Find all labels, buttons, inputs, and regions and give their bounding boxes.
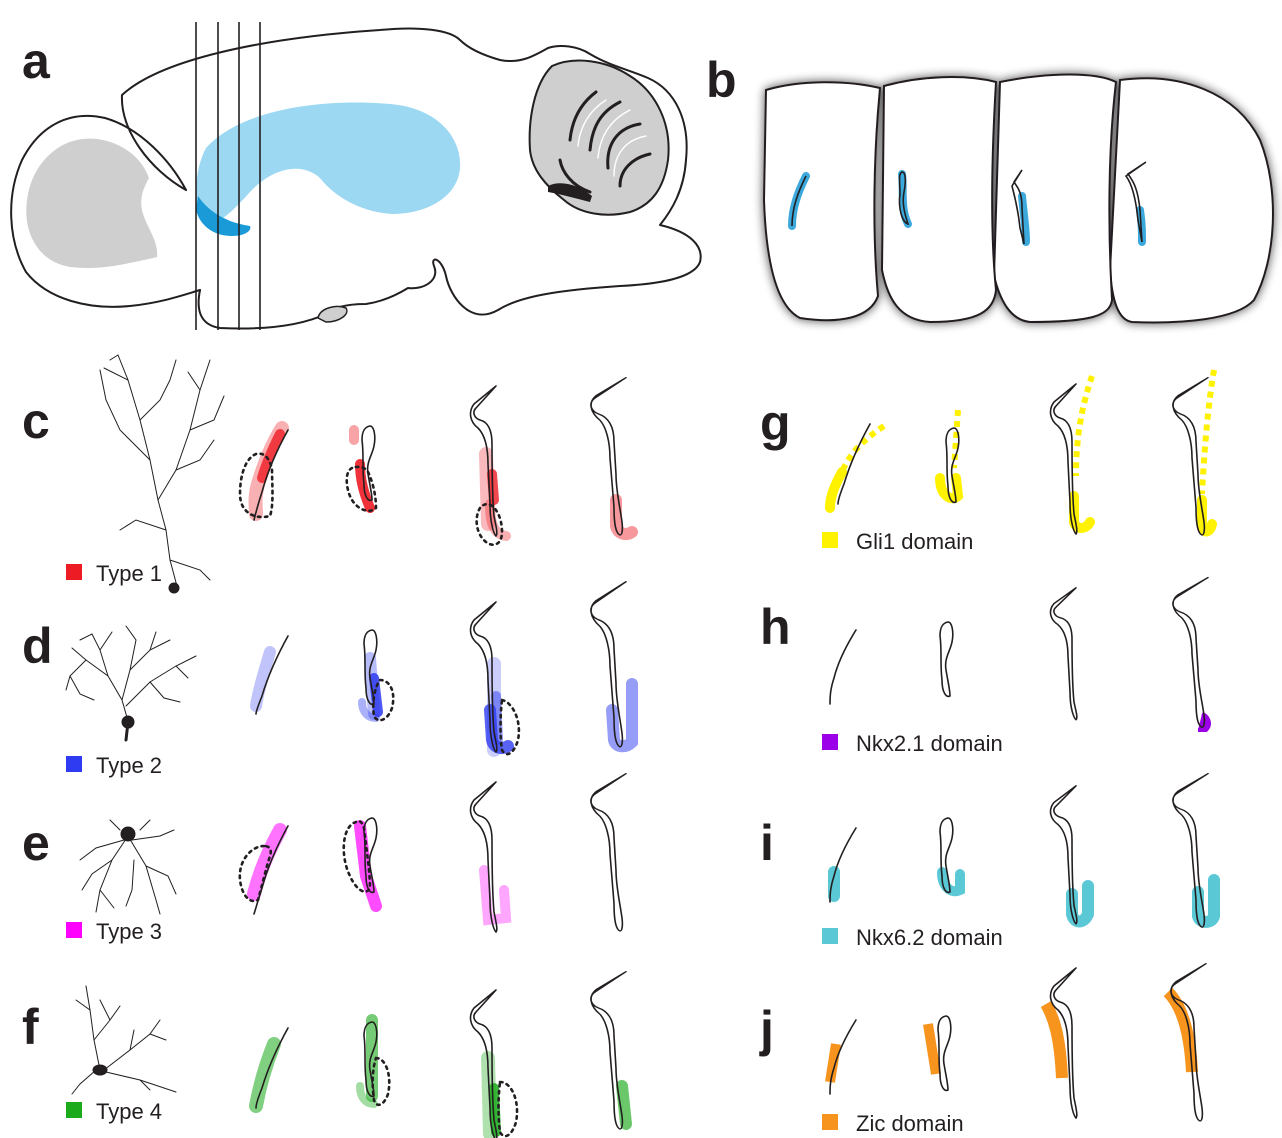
g-section-3 bbox=[1051, 376, 1092, 534]
d-section-1 bbox=[256, 636, 288, 714]
j-section-4 bbox=[1168, 964, 1206, 1121]
nkx62-label: Nkx6.2 domain bbox=[856, 925, 1003, 950]
j-section-3 bbox=[1046, 968, 1077, 1118]
panel-label-g: g bbox=[760, 395, 791, 451]
section-3 bbox=[994, 75, 1116, 323]
f-section-4 bbox=[591, 972, 626, 1129]
d-section-3 bbox=[471, 602, 519, 754]
i-section-3 bbox=[1051, 786, 1088, 924]
f-section-1 bbox=[256, 1028, 288, 1108]
h-section-3 bbox=[1051, 588, 1077, 720]
neuron-type-4 bbox=[72, 986, 176, 1094]
panel-d: d Type 2 bbox=[22, 582, 632, 778]
d-section-2 bbox=[362, 630, 393, 720]
nkx62-swatch bbox=[822, 928, 838, 944]
type-3-label: Type 3 bbox=[96, 919, 162, 944]
c-section-2 bbox=[347, 426, 376, 511]
f-section-2 bbox=[360, 1020, 389, 1105]
panel-label-h: h bbox=[760, 599, 791, 655]
panel-i: i Nkx6.2 domain bbox=[760, 774, 1214, 950]
neuron-type-2 bbox=[66, 626, 196, 740]
h-section-4 bbox=[1173, 578, 1209, 730]
e-section-4 bbox=[591, 774, 626, 931]
nkx21-label: Nkx2.1 domain bbox=[856, 731, 1003, 756]
type-2-label: Type 2 bbox=[96, 753, 162, 778]
c-section-1 bbox=[240, 428, 288, 520]
zic-label: Zic domain bbox=[856, 1111, 964, 1136]
h-section-1 bbox=[830, 630, 856, 704]
nkx21-swatch bbox=[822, 734, 838, 750]
type-3-swatch bbox=[66, 922, 82, 938]
panel-a: a bbox=[11, 22, 701, 330]
panel-c: c Type 1 bbox=[22, 355, 632, 593]
gli1-label: Gli1 domain bbox=[856, 529, 973, 554]
neuron-type-3 bbox=[80, 820, 176, 914]
panel-label-b: b bbox=[706, 52, 737, 108]
panel-e: e Type 3 bbox=[22, 774, 626, 944]
g-section-1 bbox=[830, 424, 884, 508]
g-section-2 bbox=[940, 410, 959, 502]
c-section-3 bbox=[471, 386, 506, 545]
type-1-swatch bbox=[66, 564, 82, 580]
f-section-3 bbox=[471, 990, 518, 1138]
striatum-region bbox=[196, 103, 460, 225]
h-section-2 bbox=[940, 622, 953, 696]
olfactory-bulb-gray bbox=[25, 138, 158, 269]
panel-label-j: j bbox=[759, 1001, 774, 1057]
j-section-2 bbox=[928, 1016, 951, 1090]
panel-label-i: i bbox=[760, 815, 774, 871]
panel-j: j Zic domain bbox=[759, 964, 1206, 1136]
panel-h: h Nkx2.1 domain bbox=[760, 578, 1209, 756]
i-section-1 bbox=[830, 828, 856, 902]
panel-g: g Gli1 domain bbox=[760, 370, 1214, 554]
panel-label-f: f bbox=[22, 999, 39, 1055]
i-section-2 bbox=[940, 818, 960, 892]
c-section-4 bbox=[591, 378, 632, 535]
panel-label-e: e bbox=[22, 815, 50, 871]
g-section-4 bbox=[1173, 370, 1214, 535]
panel-f: f Type 4 bbox=[22, 972, 626, 1138]
j-section-1 bbox=[830, 1020, 856, 1094]
d-section-4 bbox=[591, 582, 632, 747]
type-2-swatch bbox=[66, 756, 82, 772]
panel-label-d: d bbox=[22, 618, 53, 674]
type-4-label: Type 4 bbox=[96, 1099, 162, 1124]
panel-label-c: c bbox=[22, 393, 50, 449]
section-1 bbox=[764, 82, 880, 320]
i-section-4 bbox=[1173, 774, 1214, 928]
e-section-1 bbox=[240, 826, 288, 914]
gli1-swatch bbox=[822, 532, 838, 548]
e-section-3 bbox=[471, 782, 506, 932]
type-4-swatch bbox=[66, 1102, 82, 1118]
zic-swatch bbox=[822, 1114, 838, 1130]
panel-b: b bbox=[706, 52, 1273, 322]
pituitary bbox=[318, 306, 347, 322]
panel-label-a: a bbox=[22, 33, 51, 89]
type-1-label: Type 1 bbox=[96, 561, 162, 586]
e-section-2 bbox=[344, 818, 377, 906]
neuron-type-1 bbox=[100, 355, 224, 593]
